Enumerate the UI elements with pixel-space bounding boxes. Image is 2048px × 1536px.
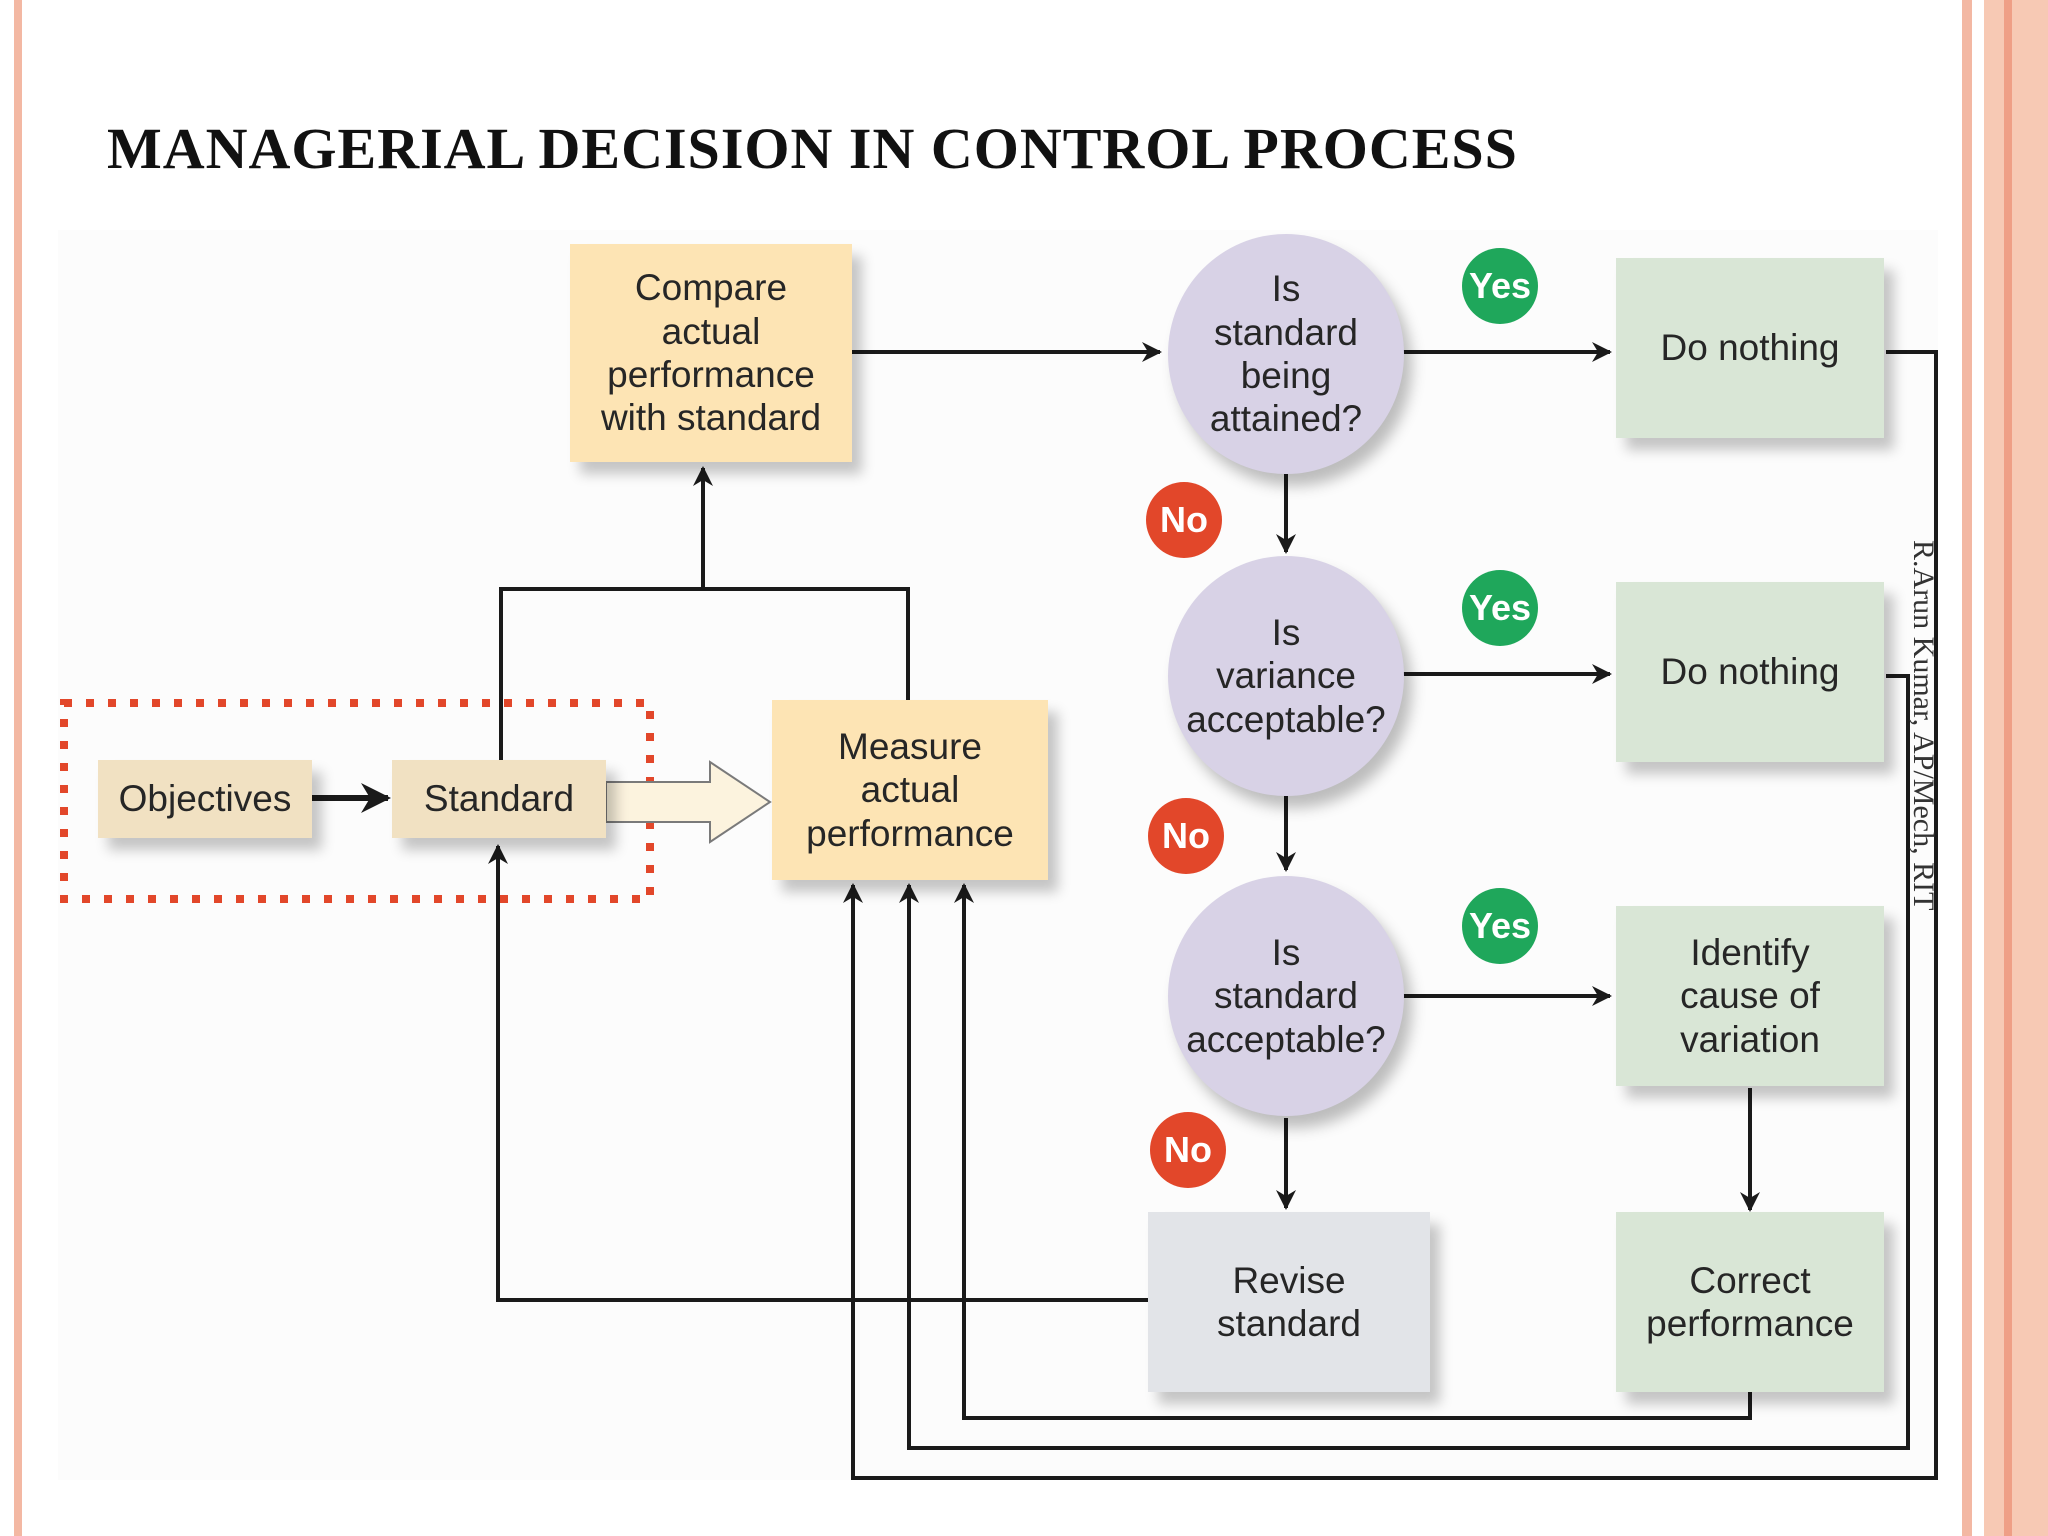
do-nothing-box-1: Do nothing: [1616, 258, 1884, 438]
block-arrow-standard-measure: [605, 760, 772, 844]
decision-standard-acceptable: Is standard acceptable?: [1168, 876, 1404, 1116]
standard-box: Standard: [392, 760, 606, 838]
yes-badge-2: Yes: [1462, 570, 1538, 646]
loop-donothing1-measure: [843, 350, 1938, 1480]
slide-title: MANAGERIAL DECISION IN CONTROL PROCESS: [107, 116, 1518, 181]
identify-cause-box: Identify cause of variation: [1616, 906, 1884, 1086]
left-border-stripe: [14, 0, 22, 1536]
right-border-stripe: [1962, 0, 1972, 1536]
no-badge-1: No: [1146, 482, 1222, 558]
no-badge-3: No: [1150, 1112, 1226, 1188]
correct-performance-box: Correct performance: [1616, 1212, 1884, 1392]
author-watermark: R.Arun Kumar, AP/Mech, RIT: [1907, 540, 1940, 911]
yes-badge-1: Yes: [1462, 248, 1538, 324]
yes-badge-3: Yes: [1462, 888, 1538, 964]
do-nothing-box-2: Do nothing: [1616, 582, 1884, 762]
decision-variance-acceptable: Is variance acceptable?: [1168, 556, 1404, 796]
right-border-line: [2004, 0, 2012, 1536]
connector-revise-standard: [488, 844, 1148, 1302]
compare-box: Compare actual performance with standard: [570, 244, 852, 462]
decision-standard-attained: Is standard being attained?: [1168, 234, 1404, 474]
revise-standard-box: Revise standard: [1148, 1212, 1430, 1392]
objectives-box: Objectives: [98, 760, 312, 838]
no-badge-2: No: [1148, 798, 1224, 874]
right-border-band: [1984, 0, 2048, 1536]
loop-donothing2-measure: [899, 674, 1910, 1450]
measure-box: Measure actual performance: [772, 700, 1048, 880]
loop-correct-measure: [954, 883, 1752, 1420]
